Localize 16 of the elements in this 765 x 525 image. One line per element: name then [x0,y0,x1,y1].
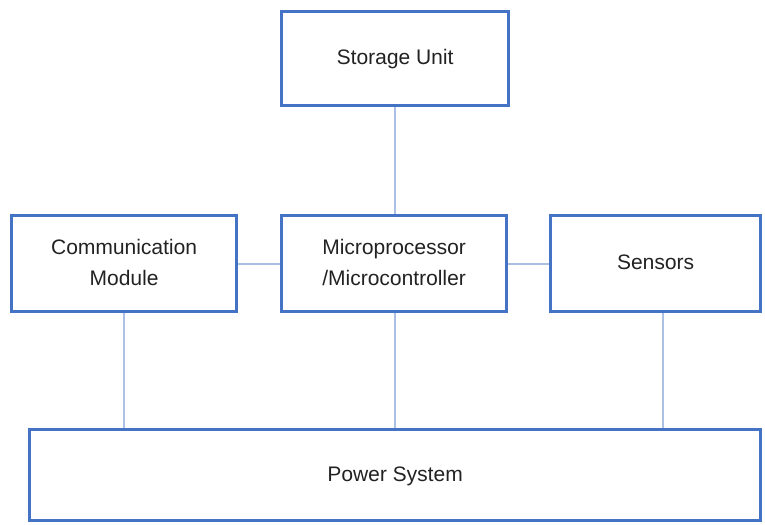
box-label: Storage Unit [336,45,454,72]
connector-line [662,313,664,428]
connector-line [394,313,396,428]
connector-line [238,263,280,265]
process-box [549,214,762,313]
process-box [28,428,762,522]
box-label: Power System [327,462,463,488]
box-label: Sensors [616,250,694,276]
connector-line [508,263,549,265]
process-box [280,10,510,107]
process-box [10,214,238,313]
process-box [280,214,508,313]
box-label: Microprocessor /Microcontroller [321,235,467,292]
connector-line [394,107,396,214]
box-label: Communication Module [50,235,198,292]
connector-line [123,313,125,428]
